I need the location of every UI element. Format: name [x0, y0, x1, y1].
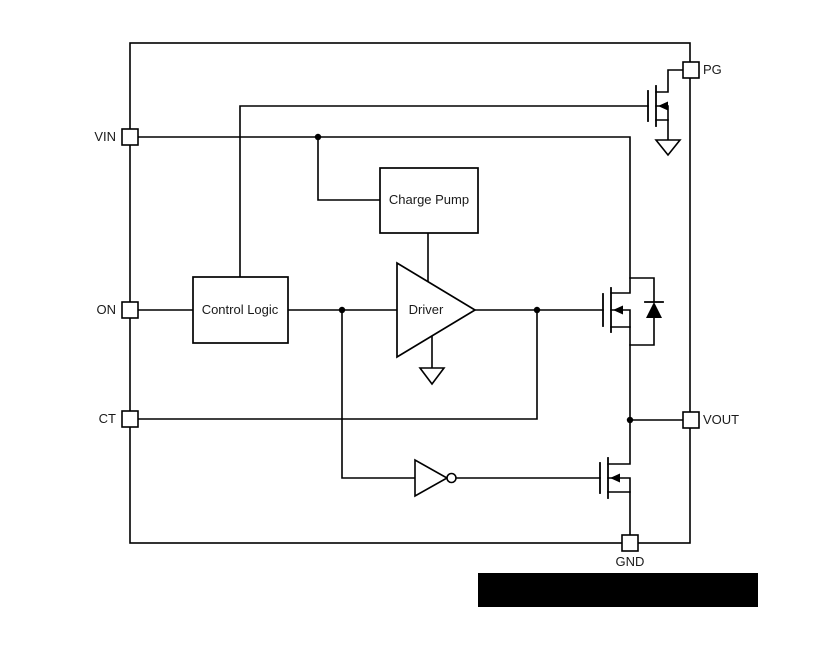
pass-fet-body-arrow-icon	[613, 305, 623, 315]
wire-pg-fet-drain	[655, 69, 684, 93]
wire-body-diode-bottom	[629, 317, 655, 346]
wire-control-logic-to-pg-gate	[239, 105, 649, 278]
pin-on	[121, 301, 139, 319]
wire-discharge-fet-drain	[607, 419, 631, 465]
pin-gnd	[621, 534, 639, 552]
inverter-bubble-icon	[446, 472, 457, 484]
discharge-fet-body-arrow-icon	[610, 473, 620, 483]
ground-symbol-driver-icon	[418, 367, 446, 386]
body-diode-icon	[646, 302, 662, 318]
junction-dot	[338, 306, 346, 314]
control-logic-label: Control Logic	[202, 302, 279, 317]
pin-pg	[682, 61, 700, 79]
wire-vin-rail	[137, 136, 631, 294]
pg-fet-body-arrow-icon	[658, 101, 668, 111]
wire-pass-fet-source	[610, 326, 631, 421]
pin-label-vout: VOUT	[703, 412, 739, 427]
driver-label: Driver	[409, 302, 444, 317]
junction-dot	[626, 416, 634, 424]
inverter-icon	[414, 458, 449, 498]
charge-pump-block	[379, 167, 479, 234]
ground-symbol-pg-icon	[654, 139, 682, 157]
pin-vin	[121, 128, 139, 146]
pin-ct	[121, 410, 139, 428]
wire-discharge-fet-source	[607, 491, 631, 536]
wire-body-diode-top	[629, 277, 655, 303]
pin-label-on: ON	[97, 302, 117, 317]
pin-label-gnd: GND	[616, 554, 645, 569]
pin-label-pg: PG	[703, 62, 722, 77]
charge-pump-label: Charge Pump	[389, 192, 469, 207]
wire-vin-to-charge-pump	[317, 136, 381, 201]
junction-dot	[533, 306, 541, 314]
redacted-label-bar	[478, 573, 758, 607]
control-logic-block	[192, 276, 289, 344]
ic-boundary	[129, 42, 691, 544]
pin-vout	[682, 411, 700, 429]
wire-branch-to-inverter	[341, 309, 416, 479]
wire-ct	[137, 309, 538, 420]
pin-label-vin: VIN	[94, 129, 116, 144]
driver-amp	[396, 261, 477, 359]
wire-pg-fet-source	[655, 119, 669, 141]
pin-label-ct: CT	[99, 411, 116, 426]
junction-dot	[314, 133, 322, 141]
